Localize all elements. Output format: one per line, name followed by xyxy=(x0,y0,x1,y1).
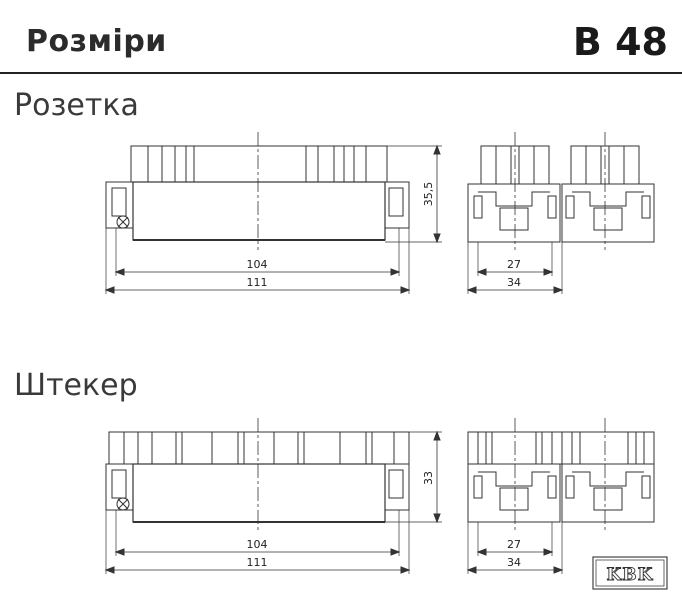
plug-section-label: Штекер xyxy=(14,368,138,403)
socket-side-view xyxy=(466,132,655,294)
plug-front-view xyxy=(104,418,442,574)
plug-side-view xyxy=(466,418,655,574)
header-divider xyxy=(0,72,682,74)
page-header: Розміри B 48 xyxy=(0,0,682,74)
socket-dim-34: 34 xyxy=(507,276,521,289)
logo-text: KBK xyxy=(607,565,654,585)
plug-dim-height: 33 xyxy=(422,471,435,485)
kbk-logo: KBK xyxy=(592,556,668,590)
page-title: Розміри xyxy=(26,24,167,59)
socket-dim-27: 27 xyxy=(507,258,521,271)
socket-section-label: Розетка xyxy=(14,88,139,123)
socket-dim-111: 111 xyxy=(247,276,268,289)
plug-dim-111: 111 xyxy=(247,556,268,569)
plug-dim-34: 34 xyxy=(507,556,521,569)
model-code: B 48 xyxy=(572,20,668,64)
socket-dim-height: 35,5 xyxy=(422,182,435,207)
socket-dim-104: 104 xyxy=(247,258,268,271)
plug-dim-104: 104 xyxy=(247,538,268,551)
plug-dim-27: 27 xyxy=(507,538,521,551)
socket-front-view xyxy=(104,132,442,294)
